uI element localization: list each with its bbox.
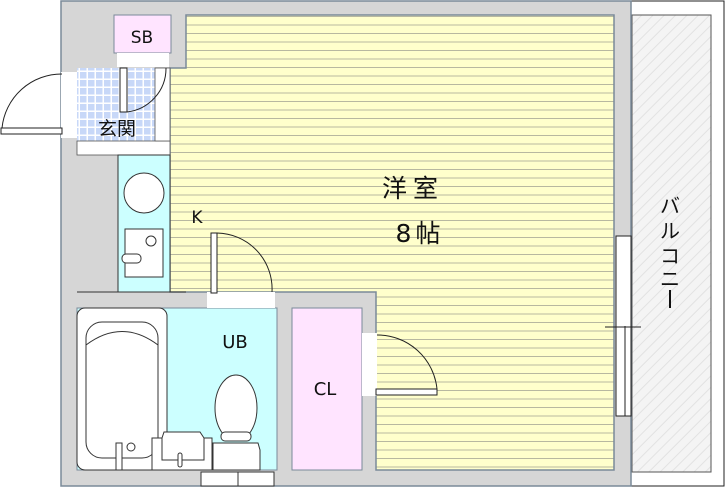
- western-room-size: 8帖: [396, 219, 445, 248]
- window: [605, 235, 641, 417]
- svg-text:ニ: ニ: [660, 267, 680, 291]
- western-room: [169, 14, 615, 471]
- stove-icon: [123, 172, 165, 214]
- svg-text:ル: ル: [660, 219, 680, 243]
- entry-door: [0, 72, 77, 138]
- kitchen-label: K: [191, 208, 203, 228]
- closet-label: CL: [314, 379, 337, 400]
- western-room-label: 洋室: [382, 174, 444, 203]
- svg-text:コ: コ: [660, 244, 680, 268]
- entrance-label: 玄関: [98, 118, 136, 140]
- storage-box-label: SB: [131, 28, 153, 48]
- balcony: [630, 0, 725, 487]
- closet: [291, 307, 363, 471]
- entrance-area: [77, 68, 155, 141]
- toilet-icon: [214, 374, 258, 442]
- svg-text:バ: バ: [660, 194, 680, 218]
- balcony-label: バ ル コ ニ: [660, 194, 680, 308]
- sink-icon: [124, 228, 164, 278]
- storage-box: [113, 14, 172, 54]
- unit-bath-label: UB: [222, 332, 248, 353]
